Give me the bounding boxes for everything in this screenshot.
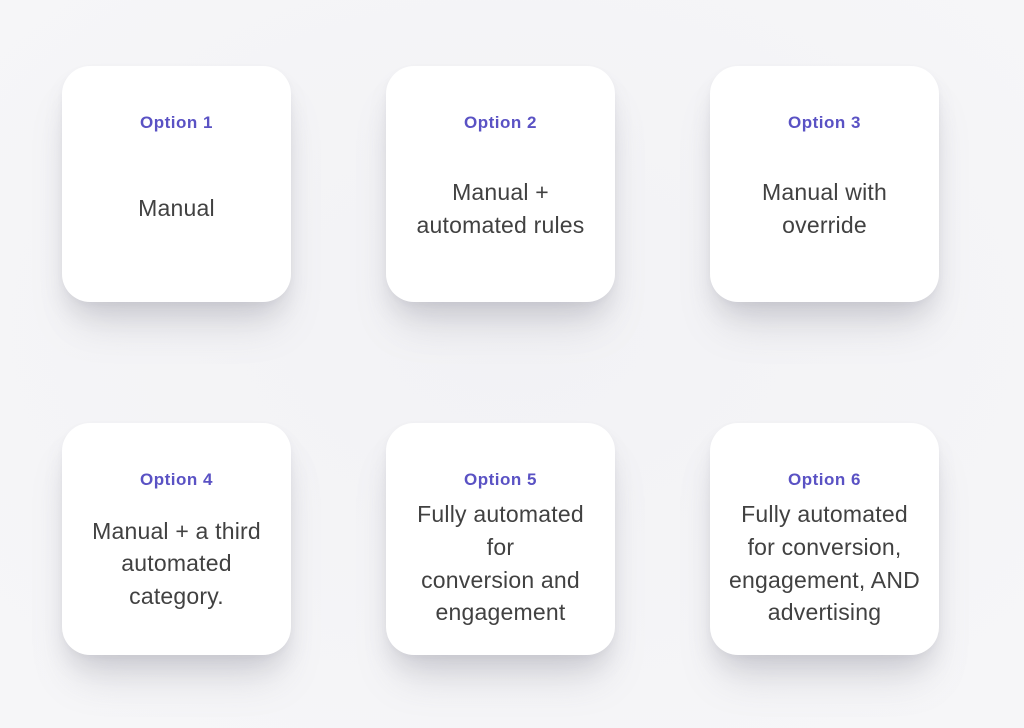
option-description: Manual + automated rules — [416, 178, 585, 238]
option-label: Option 2 — [464, 113, 537, 132]
option-card-1: Option 1 Manual — [62, 66, 291, 302]
option-description: Manual with override — [762, 178, 887, 238]
option-card-5: Option 5 Fully automated for conversion … — [386, 423, 615, 655]
option-description: Fully automated for conversion and engag… — [417, 501, 584, 626]
option-description: Manual + a third automated category. — [92, 517, 261, 609]
option-label: Option 5 — [464, 470, 537, 489]
option-description: Fully automated for conversion, engageme… — [729, 501, 920, 626]
option-label: Option 6 — [788, 470, 861, 489]
option-card-6: Option 6 Fully automated for conversion,… — [710, 423, 939, 655]
option-card-2: Option 2 Manual + automated rules — [386, 66, 615, 302]
option-label: Option 1 — [140, 113, 213, 132]
option-description: Manual — [138, 195, 215, 222]
option-label: Option 4 — [140, 470, 213, 489]
option-label: Option 3 — [788, 113, 861, 132]
option-card-4: Option 4 Manual + a third automated cate… — [62, 423, 291, 655]
option-card-3: Option 3 Manual with override — [710, 66, 939, 302]
